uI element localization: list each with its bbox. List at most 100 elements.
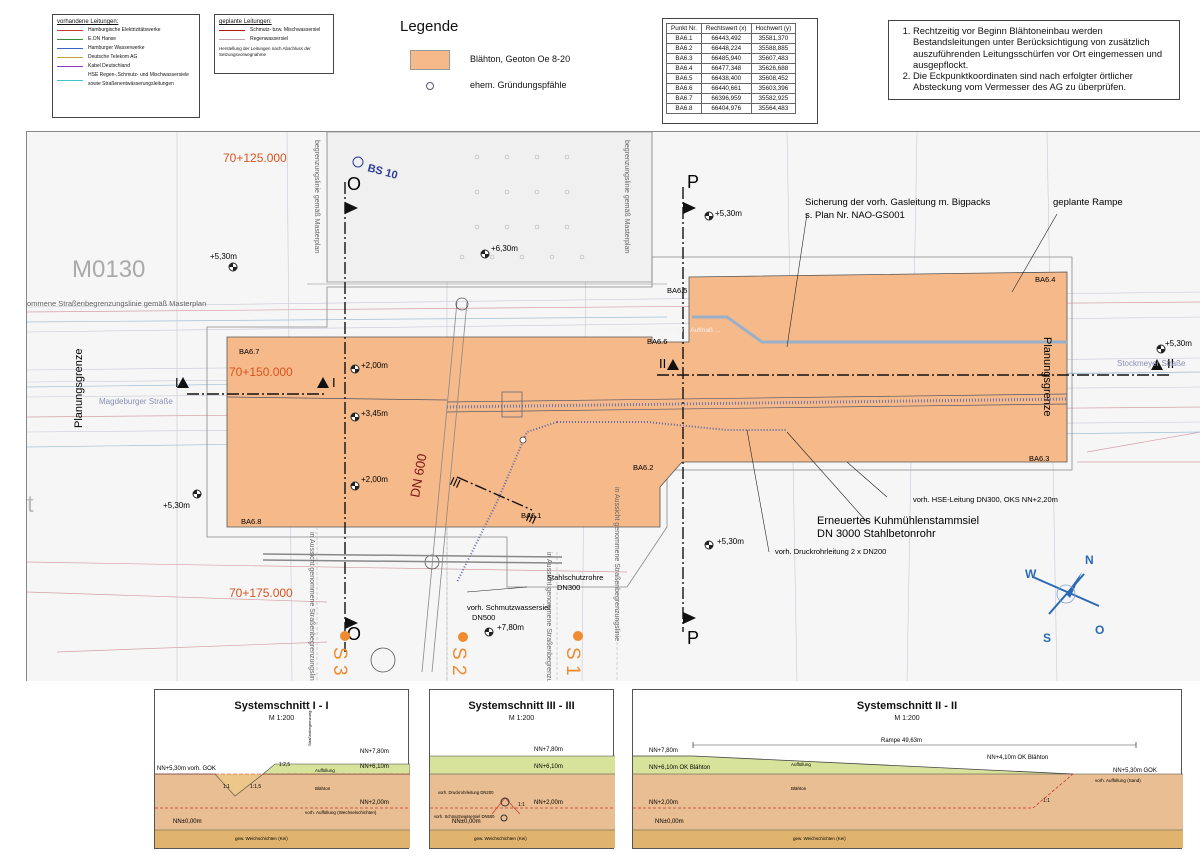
bs10-marker bbox=[352, 156, 364, 168]
borehole-markers: S 3 S 2 S 1 bbox=[329, 631, 583, 676]
section-arrows bbox=[177, 202, 1163, 629]
cut-i-right: I bbox=[332, 375, 336, 390]
elev-marker bbox=[228, 262, 238, 272]
sec1-slope3: 1:1,5 bbox=[250, 784, 261, 790]
sec1-nn200: NN+2,00m bbox=[360, 800, 389, 806]
manhole-box bbox=[501, 391, 523, 418]
stockmeyer-strasse: Stockmeyer Straße bbox=[1117, 359, 1186, 368]
corner-ba62: BA6.2 bbox=[633, 463, 653, 472]
lower-boundaries bbox=[316, 527, 618, 681]
corner-ba68: BA6.8 bbox=[241, 517, 261, 526]
compass-s: S bbox=[1043, 631, 1051, 645]
coord-cell: BA6.5 bbox=[666, 73, 702, 84]
compass-o: O bbox=[1095, 623, 1104, 637]
dn600-line-b bbox=[431, 301, 468, 673]
sec3-nn610: NN+6,10m bbox=[534, 764, 563, 770]
manhole-s3 bbox=[370, 647, 396, 673]
coord-cell: 66448,224 bbox=[700, 43, 752, 54]
sec1-abgr: Straßenbegrenzung bbox=[307, 711, 312, 746]
coordinate-table: Punkt Nr.Rechtswert (x)Hochwert (y) BA6.… bbox=[666, 23, 797, 114]
coord-cell: 35603,396 bbox=[750, 83, 797, 94]
coord-cell: 35626,688 bbox=[750, 63, 797, 74]
section-i-i-scale: M 1:200 bbox=[268, 715, 295, 722]
coord-cell: 35581,370 bbox=[750, 33, 797, 44]
coord-cell: BA6.4 bbox=[666, 63, 702, 74]
coordinate-table-header: Punkt Nr.Rechtswert (x)Hochwert (y) bbox=[666, 23, 797, 34]
existing-line-item: Deutsche Telekom AG bbox=[57, 53, 195, 62]
station-70-125: 70+125.000 bbox=[223, 151, 287, 165]
legend-pile-icon bbox=[426, 82, 434, 90]
elev-530-e: +5,30m bbox=[717, 537, 744, 546]
existing-line-item-swatch bbox=[57, 79, 83, 81]
planned-line-item-label: Schmutz- bzw. Mischwassersiel bbox=[250, 27, 321, 33]
gas-trasse-label: Trasse vorh. Gasleitung, gem. Aufmaß ... bbox=[602, 327, 720, 334]
existing-line-item-swatch bbox=[57, 57, 83, 58]
steel-pipes-label-2: DN300 bbox=[557, 583, 580, 592]
coord-cell: 35608,452 bbox=[750, 73, 797, 84]
street-corridor-north bbox=[326, 131, 653, 283]
sec3-slope: 1:1 bbox=[518, 802, 525, 808]
existing-line-item-swatch bbox=[57, 66, 83, 67]
sec1-nn780: NN+7,80m bbox=[360, 749, 389, 755]
coord-cell: 66443,492 bbox=[700, 33, 752, 44]
section-iii-iii-scale: M 1:200 bbox=[508, 715, 535, 722]
existing-piles bbox=[459, 154, 585, 260]
existing-line-item: Hamburger Wasserwerke bbox=[57, 44, 195, 53]
sec2-nn610: NN+6,10m OK Blähton bbox=[649, 765, 710, 771]
existing-line-item-label: E.ON Hanse bbox=[88, 36, 117, 42]
sec1-gok: NN+5,30m vorh. GOK bbox=[157, 766, 216, 772]
street-boundary-left-vertical: begrenzungslinie gemäß Masterplan bbox=[313, 140, 320, 253]
elev-530-a: +5,30m bbox=[210, 252, 237, 261]
elev-marker bbox=[192, 489, 202, 499]
elev-530-c: +5,30m bbox=[1165, 339, 1192, 348]
elev-780: +7,80m bbox=[497, 623, 524, 632]
sec3-nn780: NN+7,80m bbox=[534, 747, 563, 753]
coord-cell: 66396,959 bbox=[700, 93, 752, 104]
elev-marker bbox=[350, 412, 360, 422]
note-1: Rechtzeitig vor Beginn Blähtoneinbau wer… bbox=[913, 25, 1173, 70]
legend-fill-swatch bbox=[410, 50, 450, 70]
future-boundary-right-vertical: in Aussicht genommene Straßenbegrenzungs… bbox=[545, 552, 552, 681]
corner-ba67: BA6.7 bbox=[239, 347, 259, 356]
planungsgrenze-left: Planungsgrenze bbox=[73, 348, 85, 428]
sec2-nn410: NN+4,10m OK Blähton bbox=[987, 755, 1048, 761]
site-plan: M0130 70+125.000 70+150.000 70+175.000 B… bbox=[26, 131, 1200, 706]
coord-cell: BA6.1 bbox=[666, 33, 702, 44]
sec2-rampe: Rampe 49,63m bbox=[881, 738, 922, 744]
elev-marker bbox=[350, 481, 360, 491]
elev-marker bbox=[704, 540, 714, 550]
borehole-s2-dot bbox=[458, 632, 468, 642]
section-i-i-title: Systemschnitt I - I bbox=[234, 700, 329, 712]
sewer-label-1: vorh. Schmutzwassersiel bbox=[467, 603, 550, 612]
legend-pile-label: ehem. Gründungspfähle bbox=[470, 80, 567, 90]
coord-cell: 66477,348 bbox=[700, 63, 752, 74]
partial-text-left: t bbox=[27, 491, 34, 518]
gas-line bbox=[692, 315, 1067, 344]
section-iii-iii-drawing: NN+7,80m NN+6,10m NN+2,00m NN±0,00m vorh… bbox=[430, 747, 615, 848]
existing-line-item-label: Hamburger Wasserwerke bbox=[88, 45, 145, 51]
stahlschutzrohre-lines bbox=[262, 553, 563, 564]
sec3-nn000: NN±0,00m bbox=[452, 819, 481, 825]
future-boundary-left-vertical: in Aussicht genommene Straßenbegrenzungs… bbox=[308, 532, 315, 681]
coord-cell: 35588,885 bbox=[750, 43, 797, 54]
existing-lines-title: vorhandene Leitungen: bbox=[57, 19, 119, 25]
planning-boundary-outline bbox=[206, 256, 1073, 588]
existing-line-item-swatch bbox=[57, 48, 83, 49]
cut-i-left: I bbox=[175, 375, 179, 390]
coord-cell: 66438,400 bbox=[700, 73, 752, 84]
cut-p-bottom: P bbox=[687, 628, 699, 648]
coordinate-table-frame: Punkt Nr.Rechtswert (x)Hochwert (y) BA6.… bbox=[662, 18, 818, 124]
coord-cell: BA6.7 bbox=[666, 93, 702, 104]
elev-marker bbox=[484, 627, 494, 637]
borehole-s3-dot bbox=[340, 631, 350, 641]
elevation-markers: +5,30m +6,30m +5,30m +5,30m +2,00m +3,45… bbox=[163, 209, 1192, 637]
coord-cell: 66485,940 bbox=[700, 53, 752, 64]
sec1-slope2: 1:2,5 bbox=[279, 762, 290, 768]
coord-cell: 66440,661 bbox=[700, 83, 752, 94]
section-iii-iii: Systemschnitt III - III M 1:200 NN+7,80m… bbox=[429, 689, 615, 849]
